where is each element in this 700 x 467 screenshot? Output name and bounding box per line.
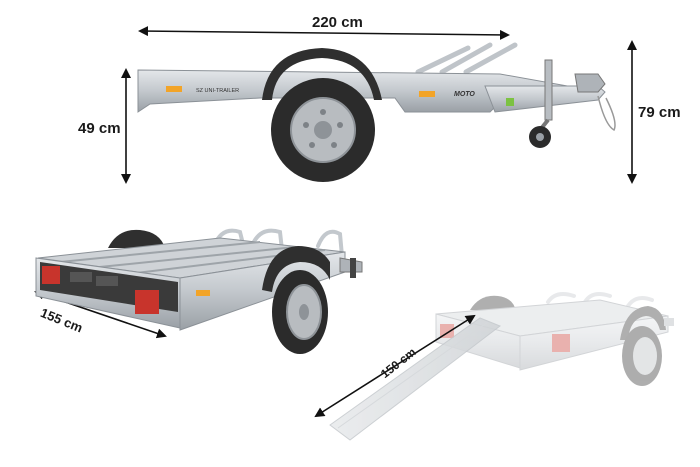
breakaway-cable bbox=[597, 95, 616, 132]
total-height-label: 79 cm bbox=[638, 104, 681, 121]
trailer-wheel bbox=[271, 78, 375, 182]
model-text: MOTO bbox=[454, 91, 475, 98]
near-mudguard bbox=[262, 246, 330, 292]
front-side-reflector bbox=[419, 91, 435, 97]
side-reflector-rear-view bbox=[196, 290, 210, 296]
brand-text: SZ UNI-TRAILER bbox=[196, 88, 239, 94]
trailer-side-view bbox=[121, 26, 637, 184]
mudguard bbox=[262, 48, 382, 100]
trailer-rear-view bbox=[34, 228, 363, 354]
left-tail-lamp bbox=[42, 266, 60, 284]
frame-height-label: 49 cm bbox=[78, 120, 121, 137]
right-tail-lamp bbox=[135, 290, 159, 314]
jockey-wheel-post bbox=[544, 59, 553, 121]
green-label bbox=[506, 98, 514, 106]
coupling-head bbox=[574, 73, 606, 93]
motorcycle-wheel-chocks bbox=[415, 42, 518, 75]
rear-side-reflector bbox=[166, 86, 182, 92]
rear-view-wheel bbox=[272, 270, 328, 354]
ramp-length-arrow bbox=[314, 314, 476, 418]
length-label: 220 cm bbox=[312, 14, 363, 31]
length-arrow bbox=[138, 26, 510, 40]
loading-ramp bbox=[329, 317, 502, 441]
